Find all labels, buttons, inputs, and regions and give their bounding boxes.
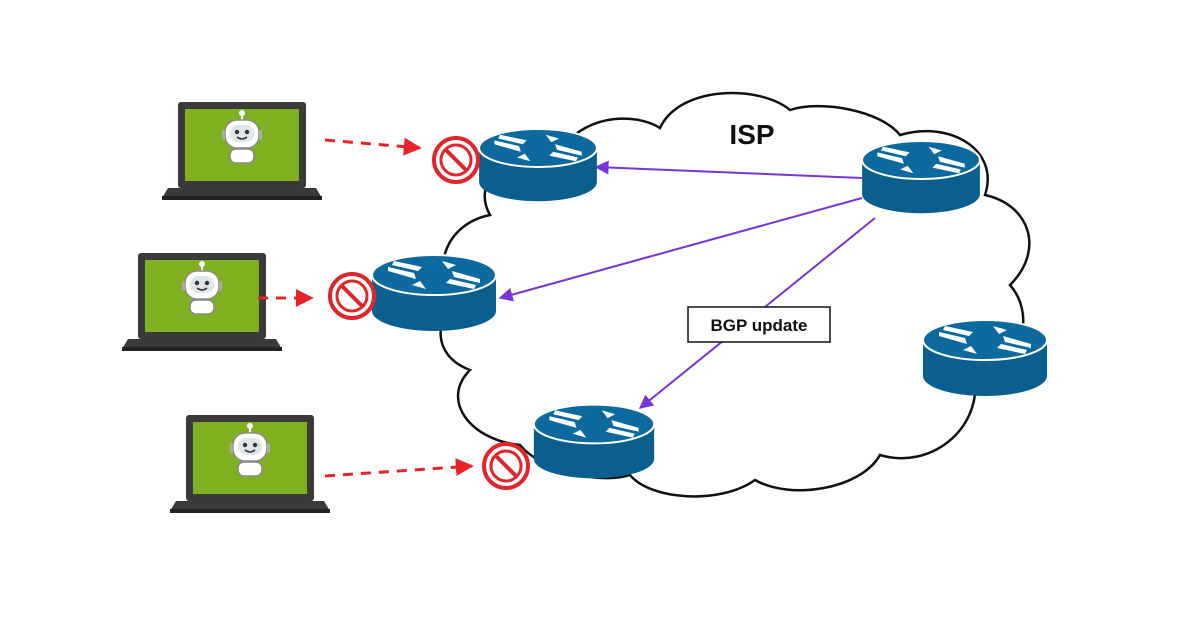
router-icon-idle: [922, 319, 1048, 397]
router-icon-middle-edge: [371, 254, 497, 332]
attack-arrow-1: [324, 137, 422, 156]
laptop-icon-bot-3: [169, 414, 331, 514]
router-icon-top-edge: [478, 128, 598, 203]
bgp-update-label: BGP update: [711, 316, 808, 335]
bgp-update-arrow-top: [594, 160, 863, 179]
router-icon-source: [861, 140, 981, 215]
isp-label: ISP: [729, 119, 774, 150]
no-entry-icon-3: [482, 442, 530, 490]
no-entry-icon-2: [328, 272, 376, 320]
bgp-update-label-box: [687, 306, 831, 343]
router-icon-bottom-edge: [532, 403, 656, 480]
bgp-update-arrow-middle: [498, 197, 863, 302]
no-entry-icon-1: [432, 136, 480, 184]
laptop-icon-bot-2: [121, 252, 283, 352]
laptop-icon-bot-1: [161, 101, 323, 201]
attack-arrow-3: [324, 458, 474, 478]
